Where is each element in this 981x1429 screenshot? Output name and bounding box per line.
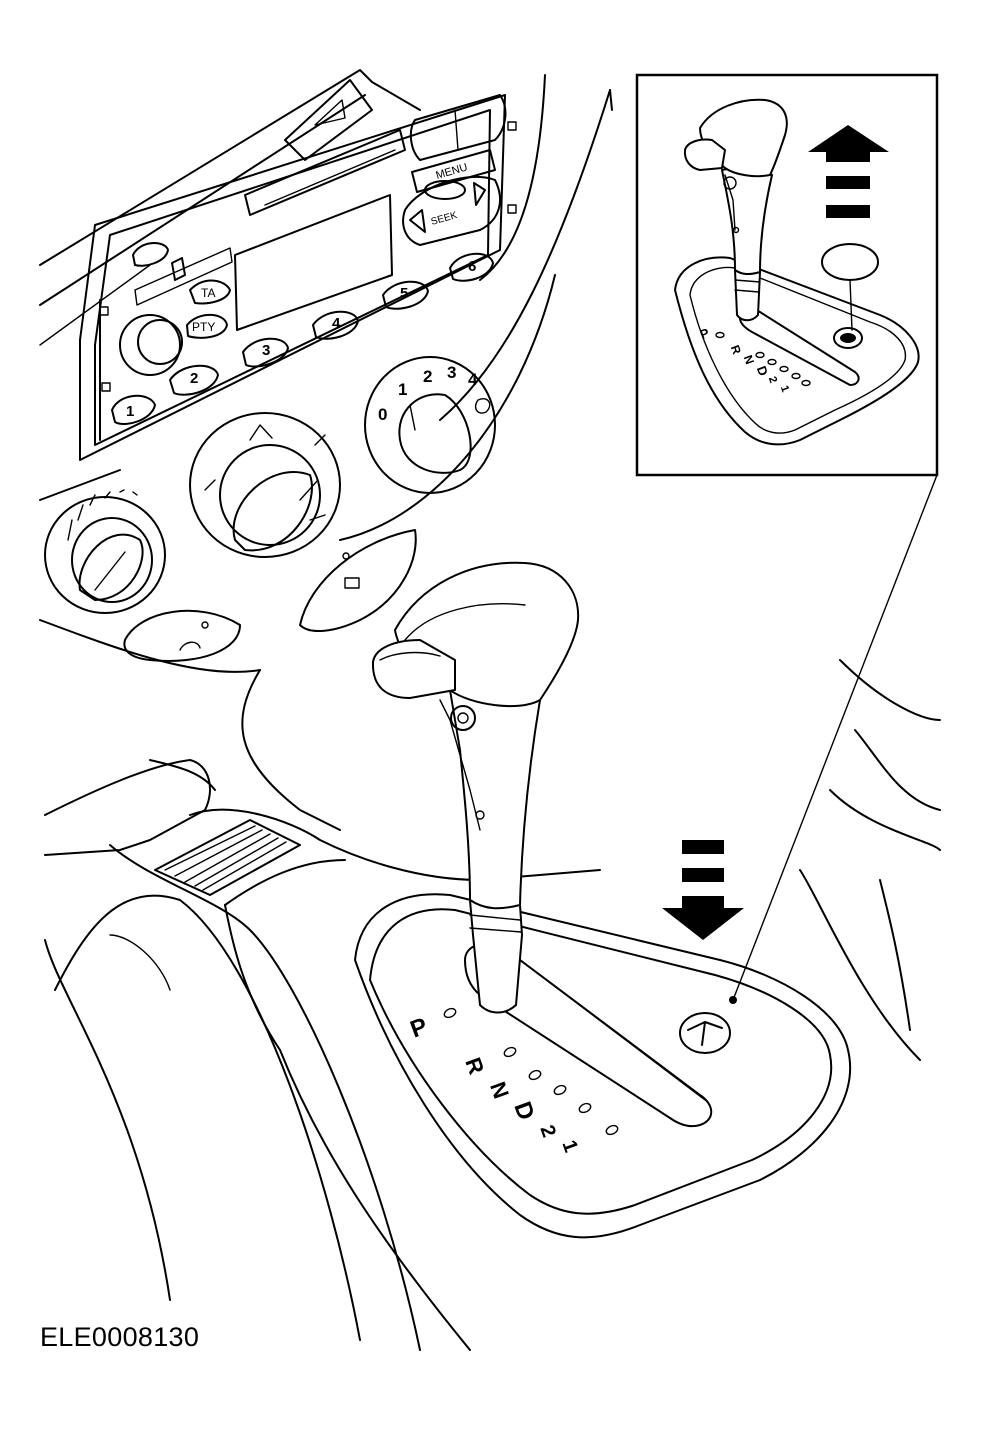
- gear-2: 2: [535, 1122, 559, 1140]
- preset-6: 6: [468, 258, 476, 275]
- shift-lock-access-hole: [833, 327, 863, 349]
- pty-label: PTY: [192, 320, 215, 334]
- gear-selector-panel: P R N D 2 1: [354, 893, 852, 1239]
- gear-p: P: [407, 1013, 431, 1044]
- climate-controls: 0 1 2 3 4: [44, 356, 496, 662]
- shift-lock-release-icon: [679, 1012, 731, 1054]
- fan-speed-dial: [364, 356, 496, 494]
- fan-position-4: 4: [468, 370, 478, 389]
- inset-shift-lock-button: [683, 138, 726, 171]
- seek-down-icon: [409, 209, 426, 233]
- preset-1: 1: [126, 403, 134, 420]
- lift-up-arrow-icon: [808, 125, 889, 218]
- console-vent: [154, 819, 301, 896]
- inset-leader-lines: [732, 474, 938, 1001]
- shift-lever: [371, 561, 580, 1014]
- seek-up-icon: [473, 182, 486, 206]
- preset-3: 3: [262, 342, 270, 359]
- hazard-switch-icon: [284, 79, 373, 161]
- inset-gear-2: 2: [766, 375, 779, 385]
- eject-button: [132, 242, 169, 267]
- seek-label: SEEK: [430, 210, 459, 228]
- preset-buttons: 1 2 3 4 5 6: [111, 252, 494, 425]
- air-distribution-dial: [189, 412, 341, 558]
- gear-r: R: [460, 1054, 489, 1078]
- gear-n: N: [485, 1078, 514, 1101]
- dashboard-outline: [39, 69, 613, 831]
- center-console: [44, 659, 941, 1351]
- preset-4: 4: [332, 315, 341, 332]
- fan-position-0: 0: [378, 405, 387, 424]
- rear-defrost-button: [299, 529, 417, 632]
- detail-inset: P R N D 2 1: [635, 73, 939, 477]
- temperature-dial: [44, 496, 166, 614]
- push-down-arrow-icon: [662, 840, 744, 940]
- fan-position-1: 1: [398, 380, 407, 399]
- figure-reference-code: ELE0008130: [40, 1322, 200, 1352]
- radio-unit: MENU SEEK TA PTY 1 2 3 4 5 6: [79, 94, 517, 461]
- inset-frame: [635, 73, 939, 477]
- menu-button: [424, 180, 466, 200]
- inset-gear-1: 1: [778, 384, 791, 394]
- ta-label: TA: [201, 286, 215, 300]
- fan-position-3: 3: [447, 363, 456, 382]
- preset-2: 2: [190, 370, 198, 387]
- gear-1: 1: [557, 1137, 581, 1155]
- recirculation-button: [123, 609, 241, 662]
- preset-5: 5: [400, 285, 408, 302]
- gear-d: D: [508, 1098, 539, 1124]
- fan-position-2: 2: [423, 367, 432, 386]
- volume-knob: [119, 314, 181, 376]
